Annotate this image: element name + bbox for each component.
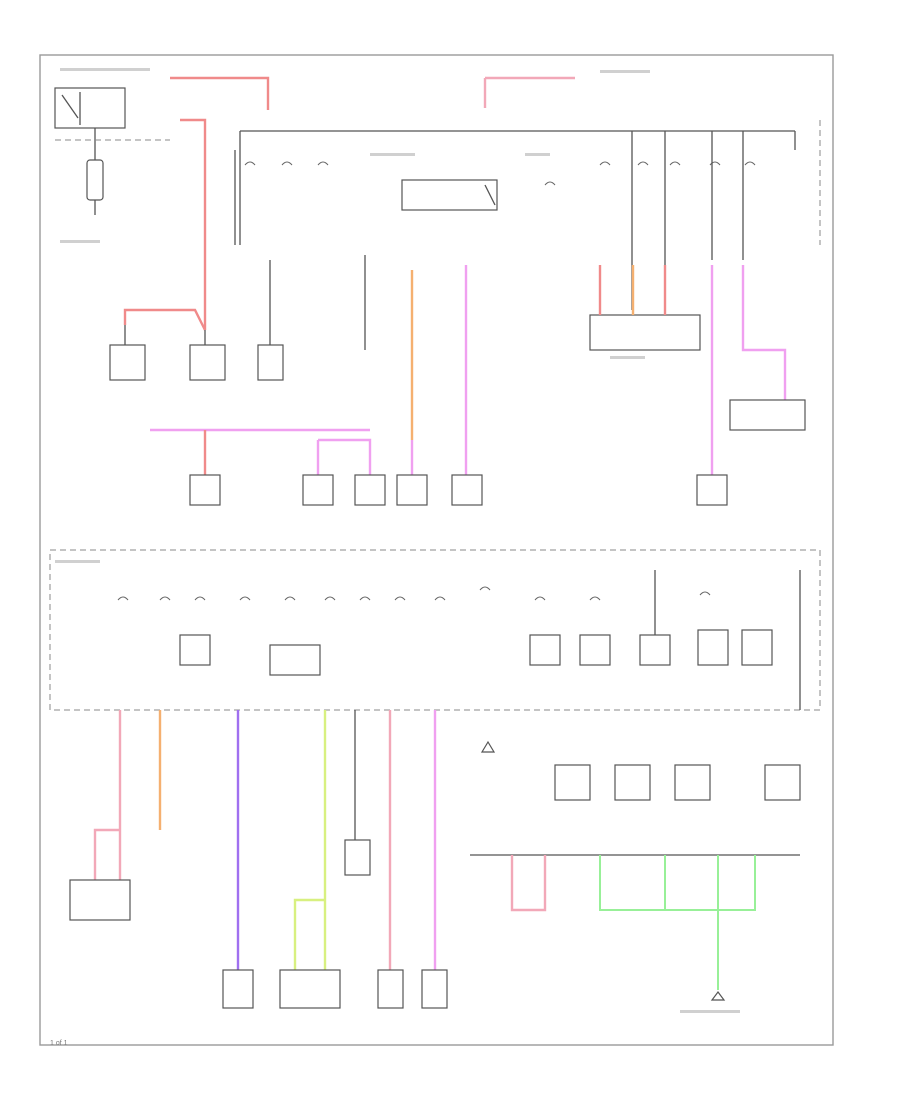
generator-starter-group — [109, 260, 284, 381]
top-fuse-row — [244, 131, 756, 310]
cooling-fan-box — [396, 474, 428, 506]
passenger-fuse-box — [49, 549, 821, 711]
horn-box — [696, 474, 728, 506]
trunk-opener-relay-box — [344, 839, 371, 876]
clutch-switch-box — [257, 344, 284, 381]
lower-left-branches — [69, 710, 448, 1009]
relay-box-right — [729, 399, 806, 431]
power-mirror-module-box — [222, 969, 254, 1009]
diagram-frame — [39, 54, 834, 1046]
acc-relay-box — [741, 629, 773, 666]
illegible-labels — [55, 68, 740, 1013]
fog-lamp-left-box — [189, 474, 221, 506]
ground-symbol-bottom — [710, 991, 726, 1001]
rear-defogger-relay-box — [579, 634, 611, 666]
pcm-group — [589, 265, 701, 351]
fog-relay-box — [639, 634, 671, 666]
seat-belt-relay-box — [614, 764, 651, 801]
underhood-fuse-box — [54, 87, 170, 215]
rear-lamp-module-box — [69, 879, 131, 921]
lower-right-relays — [470, 740, 801, 1001]
starter-relay-box — [179, 634, 211, 666]
cooling-fan-relay — [401, 179, 498, 211]
brake-switch-box — [421, 969, 448, 1009]
starter-motor-box — [189, 344, 226, 381]
engine-coolant-relay-box — [674, 764, 711, 801]
fog-light-bus — [150, 428, 728, 506]
battery-feed-wires — [123, 76, 270, 345]
wiper-motor-box — [451, 474, 483, 506]
horn-relay-box — [529, 634, 561, 666]
generator-box — [109, 344, 146, 381]
rear-window-relay-box — [764, 764, 801, 801]
battery-switch-box — [54, 87, 126, 129]
main-power-bus — [234, 120, 821, 245]
headlamp-left-box — [302, 474, 334, 506]
power-window-relay-box — [697, 629, 729, 666]
battery-symbol — [86, 159, 104, 201]
page-number: 1 of 1 — [50, 1040, 68, 1047]
ground-symbol-center — [480, 740, 496, 753]
electric-load-detector-box — [377, 969, 404, 1009]
front-door-lock-relay-box — [554, 764, 591, 801]
headlamp-right-box — [354, 474, 386, 506]
main-relay-box — [269, 644, 321, 676]
electric-power-steering-box — [279, 969, 341, 1009]
pcm-box — [589, 314, 701, 351]
